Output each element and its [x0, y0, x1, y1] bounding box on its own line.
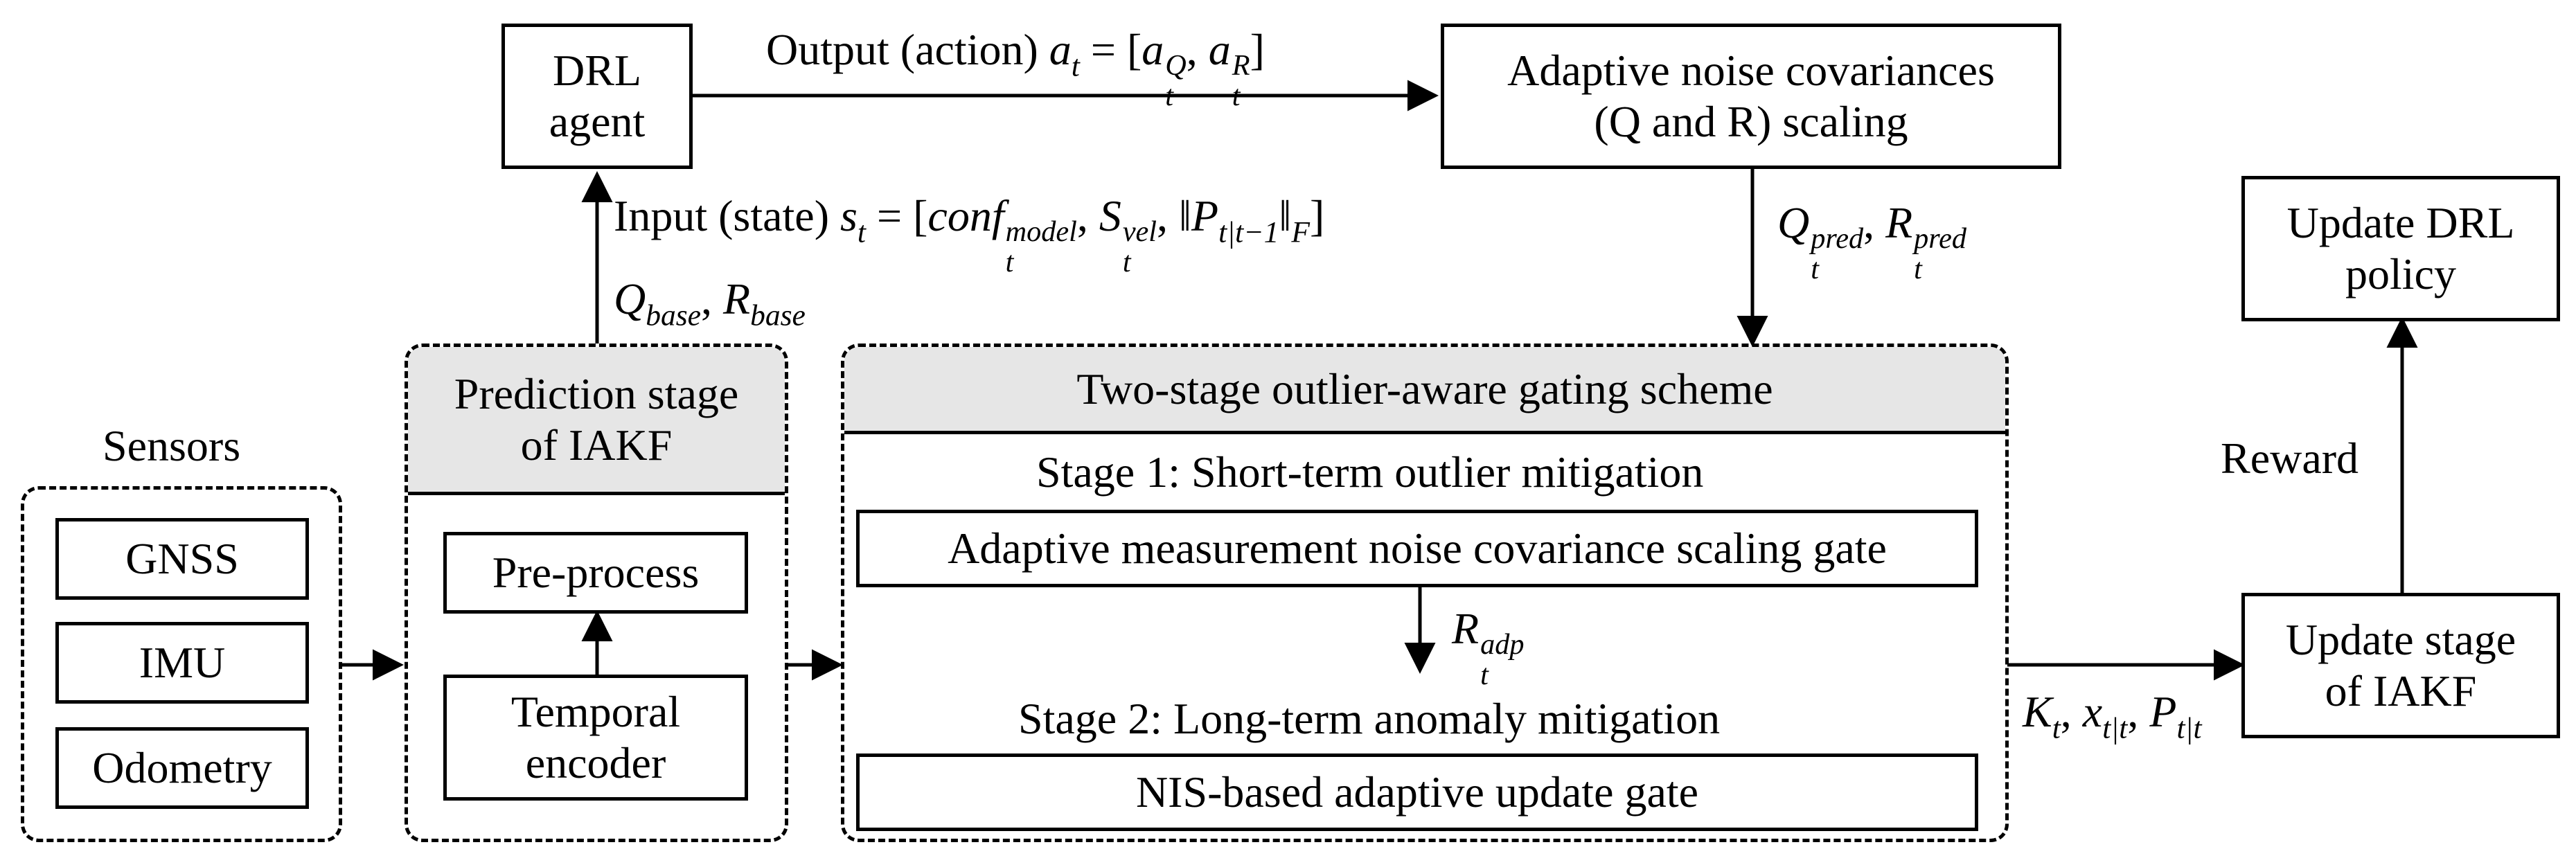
drl-agent-block: DRL agent: [501, 24, 693, 169]
stage2-gate-label: NIS-based adaptive update gate: [1135, 767, 1699, 817]
sensors-group: [21, 486, 342, 842]
output-action-prefix: Output (action): [766, 25, 1038, 74]
temporal-encoder-line2: encoder: [525, 738, 666, 787]
prediction-header-line1: Prediction stage: [454, 368, 739, 418]
base-covariances-label: Qbase, Rbase: [614, 274, 806, 332]
stage1-title: Stage 1: Short-term outlier mitigation: [1036, 447, 1704, 497]
pre-process-label: Pre-process: [492, 548, 700, 598]
update-policy-line2: policy: [2345, 249, 2456, 298]
drl-agent-line2: agent: [549, 97, 646, 146]
prediction-stage-header: Prediction stage of IAKF: [408, 347, 785, 495]
sensor-odometry-label: Odometry: [92, 743, 272, 793]
update-policy-block: Update DRL policy: [2241, 176, 2560, 321]
sensor-gnss-label: GNSS: [125, 534, 239, 584]
adaptive-covariance-line2: (Q and R) scaling: [1594, 97, 1908, 146]
sensor-gnss: GNSS: [55, 518, 309, 600]
update-policy-line1: Update DRL: [2286, 198, 2515, 248]
stage1-gate-block: Adaptive measurement noise covariance sc…: [856, 510, 1978, 587]
sensor-imu-label: IMU: [139, 638, 226, 688]
prediction-stage-group: Prediction stage of IAKF: [405, 344, 788, 842]
temporal-encoder-block: Temporal encoder: [443, 675, 748, 801]
stage1-gate-label: Adaptive measurement noise covariance sc…: [948, 524, 1887, 573]
stage2-title: Stage 2: Long-term anomaly mitigation: [1018, 694, 1721, 743]
prediction-header-line2: of IAKF: [520, 420, 673, 470]
sensor-imu: IMU: [55, 622, 309, 704]
sensor-odometry: Odometry: [55, 727, 309, 809]
pre-process-block: Pre-process: [443, 532, 748, 614]
stage2-gate-block: NIS-based adaptive update gate: [856, 753, 1978, 831]
update-stage-block: Update stage of IAKF: [2241, 593, 2560, 738]
drl-agent-line1: DRL: [553, 46, 641, 96]
update-outputs-label: Kt, xt|t, Pt|t: [2023, 687, 2202, 745]
gating-scheme-title: Two-stage outlier-aware gating scheme: [1076, 364, 1773, 413]
update-stage-line1: Update stage: [2285, 615, 2516, 665]
adaptive-covariance-block: Adaptive noise covariances (Q and R) sca…: [1441, 24, 2061, 169]
gating-scheme-group: Two-stage outlier-aware gating scheme: [841, 344, 2009, 842]
adaptive-covariance-line1: Adaptive noise covariances: [1507, 46, 1995, 96]
input-state-prefix: Input (state): [614, 191, 829, 240]
reward-label: Reward: [2221, 434, 2359, 483]
update-stage-line2: of IAKF: [2325, 666, 2477, 715]
sensors-title: Sensors: [103, 421, 241, 470]
gating-scheme-header: Two-stage outlier-aware gating scheme: [844, 347, 2005, 434]
temporal-encoder-line1: Temporal: [510, 687, 681, 737]
